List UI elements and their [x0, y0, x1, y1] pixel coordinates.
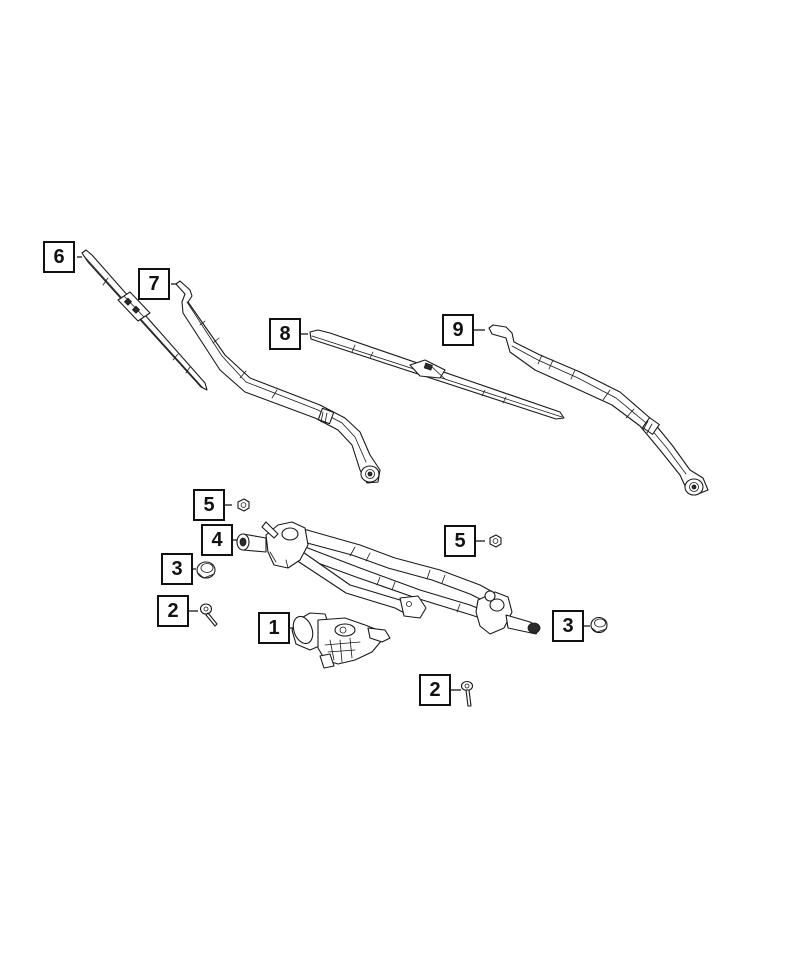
callout-5-arm-nut-left[interactable]: 5 — [193, 489, 225, 521]
callout-3-pivot-cap-left[interactable]: 3 — [161, 553, 193, 585]
mounting-bolt-left[interactable] — [199, 603, 218, 627]
callout-8-wiper-blade-right[interactable]: 8 — [269, 318, 301, 350]
leader-lines — [77, 256, 590, 691]
wiper-blade-right[interactable] — [309, 329, 565, 420]
callout-2-bolt-right[interactable]: 2 — [419, 674, 451, 706]
wiper-motor[interactable] — [290, 612, 391, 669]
wiper-linkage-assembly[interactable] — [261, 521, 541, 635]
mounting-bolt-right[interactable] — [460, 680, 474, 707]
pivot-cap-right[interactable] — [590, 616, 608, 634]
wiper-blade-left[interactable] — [81, 249, 208, 391]
wiper-arm-right[interactable] — [488, 324, 709, 496]
arm-nut-left[interactable] — [237, 498, 250, 512]
callout-2-bolt-left[interactable]: 2 — [157, 595, 189, 627]
callout-5-arm-nut-right[interactable]: 5 — [444, 525, 476, 557]
callout-7-wiper-arm-left[interactable]: 7 — [138, 268, 170, 300]
wiper-arm-left[interactable] — [175, 280, 381, 484]
callout-1-wiper-motor[interactable]: 1 — [258, 612, 290, 644]
callout-4-pivot-bushing[interactable]: 4 — [201, 524, 233, 556]
arm-nut-right[interactable] — [489, 534, 502, 548]
callout-9-wiper-arm-right[interactable]: 9 — [442, 314, 474, 346]
pivot-bushing[interactable] — [236, 533, 267, 553]
callout-6-wiper-blade-left[interactable]: 6 — [43, 241, 75, 273]
pivot-cap-left[interactable] — [196, 561, 216, 579]
callout-3-pivot-cap-right[interactable]: 3 — [552, 610, 584, 642]
